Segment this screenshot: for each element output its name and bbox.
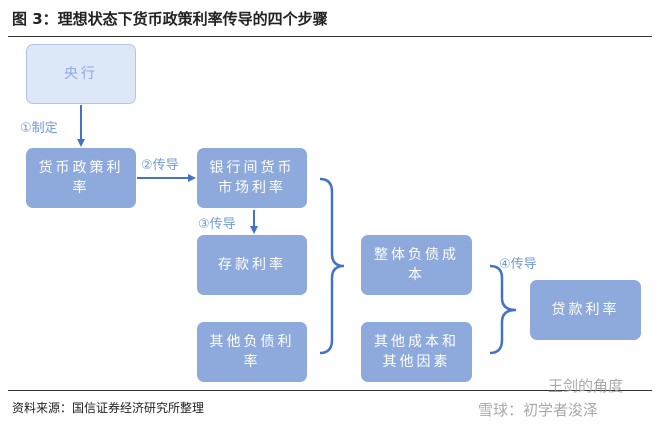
node-deposit-rate: 存款利率	[197, 235, 307, 295]
label-step4: ④传导	[499, 257, 537, 272]
label-step3: ③传导	[198, 217, 236, 232]
label-step1: ①制定	[20, 121, 58, 136]
watermark-author: 王剑的角度	[548, 377, 624, 395]
node-central-bank: 央行	[26, 44, 136, 104]
figure-title: 图 3：理想状态下货币政策利率传导的四个步骤	[12, 10, 328, 28]
node-policy-rate: 货币政策利率	[26, 148, 136, 208]
label-step2: ②传导	[141, 158, 179, 173]
node-loan-rate: 贷款利率	[530, 280, 641, 340]
watermark-platform: 雪球：初学者浚泽	[478, 401, 599, 419]
node-other-costs-factors: 其他成本和其他因素	[361, 322, 472, 382]
top-rule	[8, 36, 652, 37]
node-interbank-rate: 银行间货币市场利率	[197, 148, 307, 208]
source-note: 资料来源：国信证券经济研究所整理	[12, 401, 205, 415]
bottom-rule	[8, 390, 652, 391]
brace-costs	[489, 264, 517, 355]
brace-liabilities	[319, 177, 345, 355]
node-overall-liability-cost: 整体负债成本	[361, 235, 472, 295]
node-other-liability-rate: 其他负债利率	[197, 322, 307, 382]
